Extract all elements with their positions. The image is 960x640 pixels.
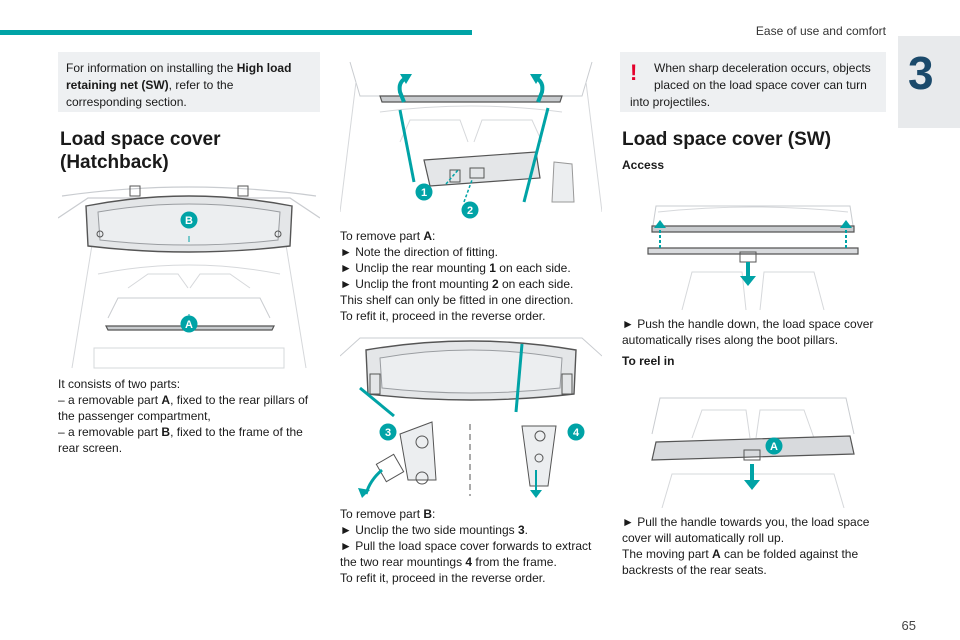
body-text: – a removable part [58, 393, 162, 407]
chapter-title: Ease of use and comfort [755, 24, 886, 38]
remove-part-b-instructions: To remove part B: ► Unclip the two side … [340, 507, 592, 585]
body-text: – a removable part [58, 425, 162, 439]
chapter-tab [898, 36, 960, 128]
chapter-number: 3 [908, 47, 934, 99]
part-a-removal-illustration: 1 2 [339, 52, 603, 222]
body-text: , fixed to the frame of the rear screen. [58, 425, 303, 455]
figure-label-1: 1 [421, 187, 427, 199]
sw-reel-in-illustration: A [622, 384, 884, 509]
heading-line-1: Load space cover [60, 129, 221, 150]
body-line: It consists of two parts: [58, 377, 181, 391]
note-bold-text: High load retaining net (SW) [66, 61, 292, 92]
section-heading-hatchback: Load space cover(Hatchback) [60, 128, 320, 174]
heading-line-2: (Hatchback) [60, 152, 169, 173]
subheading-reel-in: To reel in [622, 354, 675, 368]
part-b-removal-illustration: 3 4 [339, 330, 603, 498]
body-text: , fixed to the rear pillars of the passe… [58, 393, 309, 423]
access-instruction: ► Push the handle down, the load space c… [622, 317, 874, 347]
figure-label-2: 2 [467, 205, 473, 217]
note-text: For information on installing the [66, 61, 237, 75]
note-text-end: , refer to the corresponding section. [66, 78, 234, 109]
warning-text-end: into projectiles. [630, 95, 711, 109]
step: ► Note the direction of fitting. [340, 245, 498, 259]
sw-access-illustration [622, 192, 884, 311]
warning-text: When sharp deceleration occurs, objects … [654, 61, 871, 92]
warning-icon: ! [630, 60, 638, 85]
section-heading-sw: Load space cover (SW) [622, 129, 832, 150]
figure-label-3: 3 [385, 427, 391, 439]
figure-label-a: A [185, 319, 193, 331]
reel-in-instructions: ► Pull the handle towards you, the load … [622, 515, 870, 577]
figure-label-4: 4 [573, 427, 580, 439]
subheading-access: Access [622, 158, 665, 172]
page-number: 65 [901, 618, 916, 633]
figure-label-b: B [185, 215, 193, 227]
figure-label-a: A [770, 441, 778, 453]
remove-part-a-instructions: To remove part A: ► Note the direction o… [340, 229, 574, 323]
warning-note: ! When sharp deceleration occurs, object… [620, 52, 886, 112]
header-accent-bar [0, 30, 472, 35]
hatchback-description: It consists of two parts: – a removable … [58, 376, 324, 456]
part-a-ref: A [161, 393, 171, 407]
info-note: For information on installing the High l… [58, 52, 320, 112]
hatchback-cover-illustration: B A [57, 178, 321, 372]
part-b-ref: B [161, 425, 171, 439]
